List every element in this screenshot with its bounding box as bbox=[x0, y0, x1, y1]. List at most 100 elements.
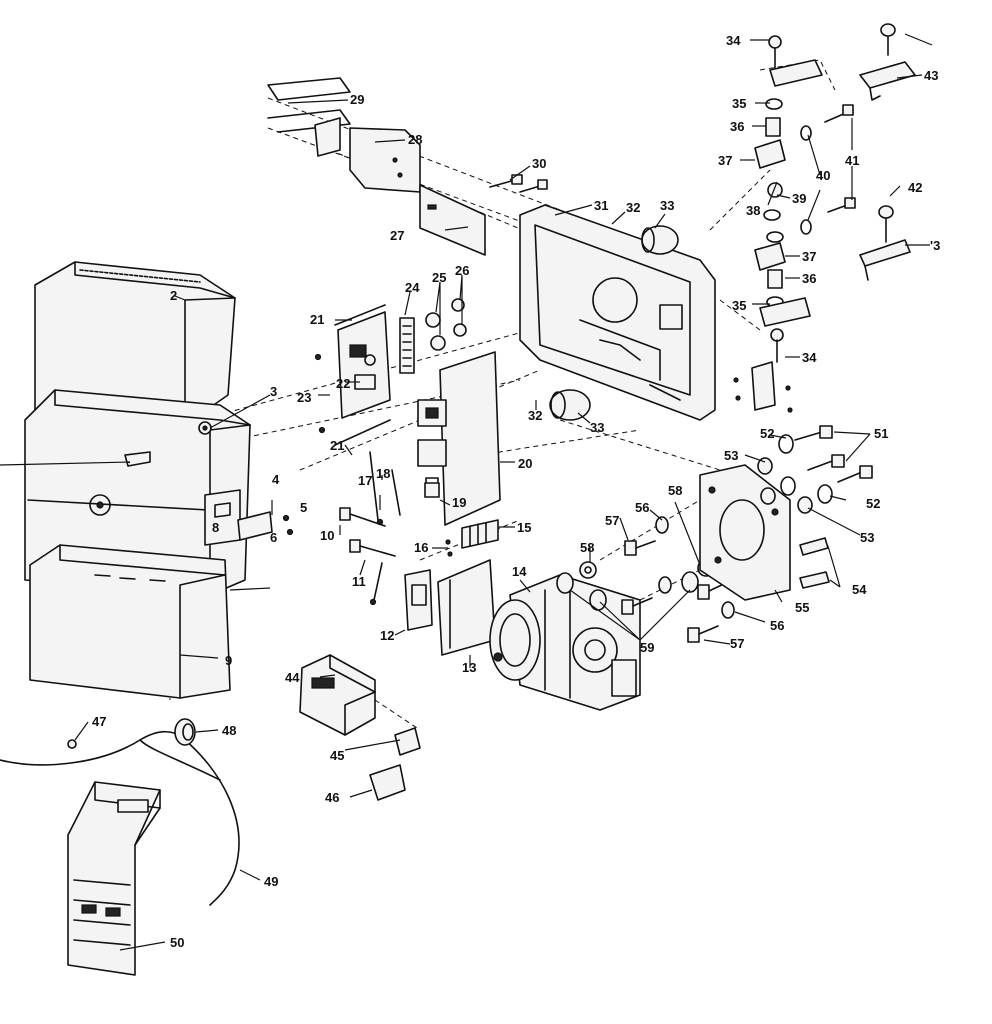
part-28-bracket-plate bbox=[349, 127, 421, 193]
callout-18: 18 bbox=[376, 466, 390, 481]
part-42-bolt-bracket bbox=[859, 205, 911, 281]
callout-37-top: 37 bbox=[718, 153, 732, 168]
callout-10: 10 bbox=[320, 528, 334, 543]
part-45-clip bbox=[394, 727, 421, 756]
callout-33-bottom: 33 bbox=[590, 420, 604, 435]
part-13-mounting-plate bbox=[437, 559, 496, 656]
callout-11: 11 bbox=[352, 574, 366, 589]
callout-56-bottom: 56 bbox=[770, 618, 784, 633]
part-47-49-power-cord bbox=[0, 718, 240, 906]
callout-3: 3 bbox=[270, 384, 277, 399]
callout-24: 24 bbox=[405, 280, 420, 295]
callout-28: 28 bbox=[408, 132, 422, 147]
part-30-screws bbox=[489, 174, 548, 193]
part-3-grommet bbox=[198, 421, 212, 435]
part-40-41-hardware bbox=[800, 104, 856, 235]
part-46-clip bbox=[369, 764, 406, 801]
part-43-hanger-bracket bbox=[859, 23, 916, 101]
callout-16: 16 bbox=[414, 540, 428, 555]
part-23-screws bbox=[314, 353, 326, 434]
callout-37-bottom: 37 bbox=[802, 249, 816, 264]
callout-41: 41 bbox=[845, 153, 859, 168]
callout-53-top: 53 bbox=[724, 448, 738, 463]
callout-21-bottom: 21 bbox=[330, 438, 344, 453]
callout-53-bottom: 53 bbox=[860, 530, 874, 545]
callout-52-top: 52 bbox=[760, 426, 774, 441]
callout-40: 40 bbox=[816, 168, 830, 183]
part-19-relay bbox=[424, 482, 440, 498]
callout-23: 23 bbox=[297, 390, 311, 405]
part-24-terminal-strip bbox=[399, 317, 415, 374]
callout-labels: 2 3 '3 4 5 6 8 9 10 11 12 13 14 15 16 17… bbox=[92, 33, 940, 950]
part-25-nuts bbox=[425, 312, 446, 351]
callout-39: 39 bbox=[792, 191, 806, 206]
callout-2: 2 bbox=[170, 288, 177, 303]
callout-34-top: 34 bbox=[726, 33, 741, 48]
callout-34-bottom: 34 bbox=[802, 350, 817, 365]
part-27-plate bbox=[419, 184, 486, 256]
callout-32-top: 32 bbox=[626, 200, 640, 215]
callout-31: 31 bbox=[594, 198, 608, 213]
callout-5: 5 bbox=[300, 500, 307, 515]
callout-32-bottom: 32 bbox=[528, 408, 542, 423]
callout-20: 20 bbox=[518, 456, 532, 471]
callout-17: 17 bbox=[358, 473, 372, 488]
callout-43: 43 bbox=[924, 68, 938, 83]
part-4-clip bbox=[237, 511, 273, 541]
part-34-bolts bbox=[768, 35, 784, 363]
part-31-main-frame bbox=[519, 204, 716, 421]
callout-12: 12 bbox=[380, 628, 394, 643]
callout-58-bottom: 58 bbox=[668, 483, 682, 498]
part-59-spacers bbox=[556, 571, 699, 611]
callout-56-top: 56 bbox=[635, 500, 649, 515]
callout-15: 15 bbox=[517, 520, 531, 535]
part-11-bolts bbox=[349, 539, 396, 606]
part-29-rail bbox=[267, 77, 351, 157]
part-14-motor bbox=[489, 574, 641, 711]
part-22-logic-board bbox=[337, 311, 391, 419]
part-16-pins bbox=[445, 539, 453, 557]
callout-59: 59 bbox=[640, 640, 654, 655]
part-21-board-bracket bbox=[334, 304, 391, 446]
callout-25: 25 bbox=[432, 270, 446, 285]
part-44-transformer bbox=[299, 654, 376, 736]
callout-27: 27 bbox=[390, 228, 404, 243]
part-20-receiver-board bbox=[417, 351, 501, 526]
callout-35-top: 35 bbox=[732, 96, 746, 111]
part-51-bolts bbox=[794, 425, 873, 483]
part-53-nuts bbox=[757, 457, 813, 514]
callout-14: 14 bbox=[512, 564, 527, 579]
part-37-brackets bbox=[754, 59, 823, 327]
callout-22: 22 bbox=[336, 376, 350, 391]
callout-55: 55 bbox=[795, 600, 809, 615]
callout-47: 47 bbox=[92, 714, 106, 729]
part-55-motor-plate bbox=[699, 464, 791, 601]
callout-57-top: 57 bbox=[605, 513, 619, 528]
callout-36-bottom: 36 bbox=[802, 271, 816, 286]
callout-51: 51 bbox=[874, 426, 888, 441]
part-38-39-hardware bbox=[763, 182, 784, 243]
callout-26: 26 bbox=[455, 263, 469, 278]
callout-49: 49 bbox=[264, 874, 278, 889]
part-15-connector bbox=[461, 519, 499, 549]
callout-45: 45 bbox=[330, 748, 344, 763]
callout-6: 6 bbox=[270, 530, 277, 545]
callout-52-bottom: 52 bbox=[866, 496, 880, 511]
part-33-capacitor-top bbox=[641, 225, 679, 255]
part-side-bracket bbox=[733, 361, 793, 413]
callout-33-top: 33 bbox=[660, 198, 674, 213]
part-10-bolt bbox=[339, 507, 386, 527]
callout-19: 19 bbox=[452, 495, 466, 510]
part-52-washers bbox=[778, 434, 833, 504]
callout-36-top: 36 bbox=[730, 119, 744, 134]
callout-46: 46 bbox=[325, 790, 339, 805]
callout-42: 42 bbox=[908, 180, 922, 195]
callout-21-top: 21 bbox=[310, 312, 324, 327]
callout-4: 4 bbox=[272, 472, 280, 487]
part-12-switch-bracket bbox=[404, 569, 433, 631]
part-54-studs bbox=[799, 537, 830, 589]
part-50-wall-console bbox=[67, 781, 161, 976]
callout-48: 48 bbox=[222, 723, 236, 738]
part-33-capacitor-bottom bbox=[549, 389, 591, 421]
